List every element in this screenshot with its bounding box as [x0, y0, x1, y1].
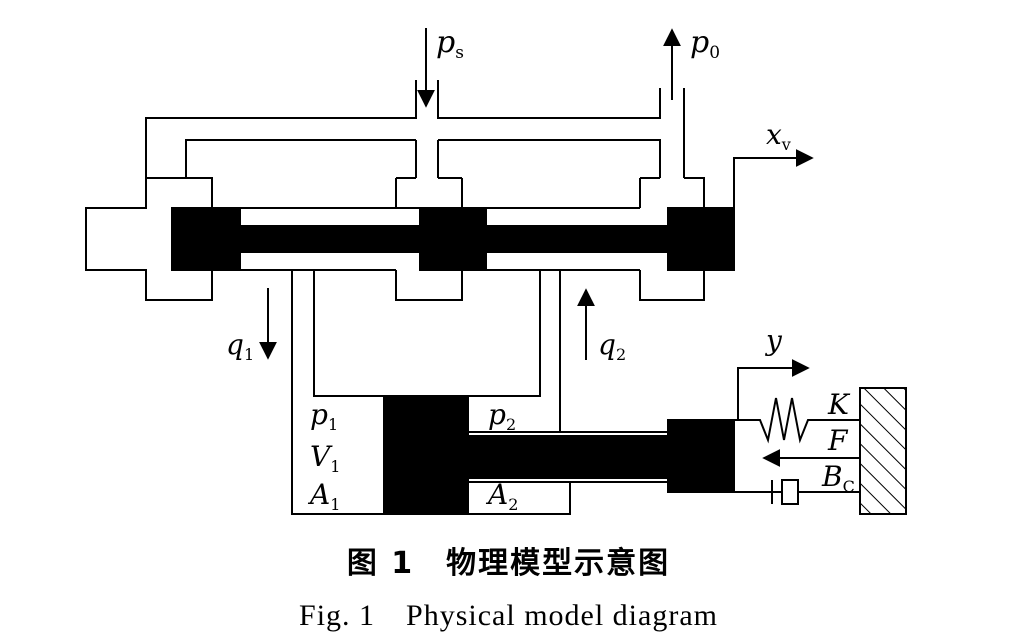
- valve-body: [85, 177, 705, 301]
- label-q1: q1: [226, 328, 254, 364]
- caption-chinese: 图 1 物理模型示意图: [346, 546, 671, 581]
- label-p0: p0: [690, 25, 720, 63]
- label-q2: q2: [598, 328, 626, 364]
- label-p1: p1: [310, 398, 338, 434]
- label-Bc: BC: [821, 460, 855, 496]
- fixed-wall: [859, 387, 907, 515]
- label-y: y: [764, 324, 783, 357]
- y-arrow: [737, 359, 810, 420]
- label-p2: p2: [488, 398, 516, 434]
- valve-spool: [171, 207, 735, 271]
- label-K: K: [827, 388, 851, 421]
- damper: [734, 479, 860, 505]
- supply-pipe: [145, 80, 685, 178]
- caption-english: Fig. 1 Physical model diagram: [299, 599, 718, 632]
- physical-model-diagram: ps p0 xv q1 q2 y p1 V1 A1 p2 A2 K F BC: [85, 25, 907, 515]
- xv-arrow: [733, 149, 814, 208]
- spring: [734, 397, 860, 444]
- actuator-lines: [291, 270, 668, 515]
- label-F: F: [827, 424, 849, 457]
- label-V1: V1: [310, 440, 340, 476]
- hydraulic-cylinder: [383, 395, 735, 515]
- label-A1: A1: [307, 478, 340, 514]
- label-xv: xv: [766, 118, 791, 154]
- label-A2: A2: [485, 478, 518, 514]
- label-ps: ps: [436, 25, 464, 63]
